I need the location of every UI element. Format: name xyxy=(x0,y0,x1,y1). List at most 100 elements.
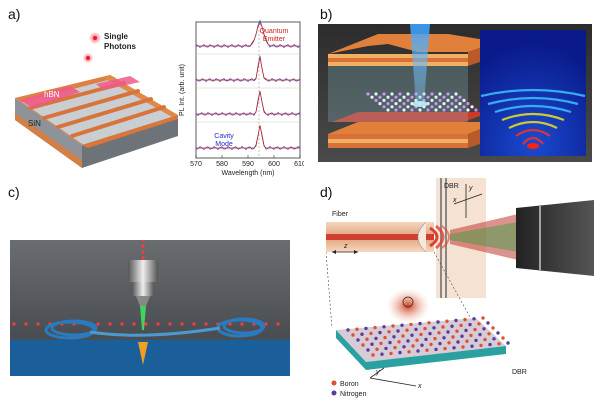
lattice-atom xyxy=(428,331,432,336)
lattice-atom xyxy=(438,105,442,109)
lattice-atom xyxy=(468,322,472,327)
lattice-atom xyxy=(410,333,414,337)
lattice-atom xyxy=(364,326,368,331)
lattice-atom xyxy=(478,332,482,337)
lattice-atom xyxy=(443,346,447,351)
lattice-atom xyxy=(361,343,365,347)
laser-dot xyxy=(141,244,145,248)
lattice-atom xyxy=(360,332,364,336)
hbn-lattice-d xyxy=(346,316,510,357)
panel-a-device: hBN SiN xyxy=(15,31,178,168)
lattice-atom xyxy=(407,350,411,354)
lattice-atom xyxy=(402,102,406,106)
dbr-top-label: DBR xyxy=(444,183,459,190)
lattice-atom xyxy=(424,337,428,342)
laser-dot xyxy=(96,322,100,326)
lattice-atom xyxy=(442,336,446,340)
lattice-atom xyxy=(394,108,398,112)
lattice-atom xyxy=(406,105,410,109)
lattice-atom xyxy=(437,331,441,335)
fiber-label: Fiber xyxy=(332,211,349,218)
lattice-atom xyxy=(438,92,442,96)
lattice-atom xyxy=(460,334,464,338)
plot-ylabel: PL Int. (arb. unit) xyxy=(179,64,186,116)
lattice-atom xyxy=(441,325,445,329)
lattice-atom xyxy=(492,337,496,341)
lattice-atom xyxy=(488,342,492,347)
lattice-atom xyxy=(430,105,434,109)
lattice-atom xyxy=(393,345,397,350)
lattice-atom xyxy=(373,325,377,330)
lattice-atom xyxy=(406,98,410,102)
lattice-atom xyxy=(382,105,386,109)
single-photons-label: Single Photons xyxy=(104,32,136,51)
lattice-atom xyxy=(469,333,473,338)
lattice-atom xyxy=(470,344,474,348)
lattice-atom xyxy=(386,95,390,99)
lattice-atom xyxy=(450,108,454,112)
x-tick-label: 610 xyxy=(294,161,304,168)
lattice-atom xyxy=(466,102,470,106)
x-tick-label: 580 xyxy=(216,161,228,168)
lattice-atom xyxy=(465,339,469,343)
sin-label: SiN xyxy=(28,119,41,128)
lattice-atom xyxy=(414,327,418,332)
lattice-atom xyxy=(366,348,370,352)
lattice-atom xyxy=(383,335,387,340)
lattice-atom xyxy=(380,352,384,356)
lattice-atom xyxy=(451,335,455,339)
lattice-atom xyxy=(446,330,450,334)
laser-dot xyxy=(144,322,148,326)
lattice-atom xyxy=(454,105,458,109)
svg-text:Emitter: Emitter xyxy=(263,36,286,43)
lattice-atom xyxy=(434,102,438,106)
lattice-atom xyxy=(442,108,446,112)
lattice-atom xyxy=(454,318,458,323)
lattice-atom xyxy=(486,321,490,325)
laser-dot xyxy=(276,322,280,326)
nitrogen-label: Nitrogen xyxy=(340,391,367,398)
lattice-atom xyxy=(401,334,405,338)
laser-dot xyxy=(156,322,160,326)
lattice-atom xyxy=(458,95,462,99)
lattice-atom xyxy=(454,98,458,102)
dbr-bottom-label: DBR xyxy=(512,369,527,376)
lattice-atom xyxy=(390,105,394,109)
lattice-atom xyxy=(473,327,477,332)
mode-center xyxy=(527,143,539,149)
panel-a-label: a) xyxy=(8,6,21,22)
laser-dot xyxy=(180,322,184,326)
mode-fringe xyxy=(522,136,544,145)
lattice-atom xyxy=(455,329,459,333)
lattice-atom xyxy=(391,324,395,328)
x-tick-label: 600 xyxy=(268,161,280,168)
lattice-atom xyxy=(446,92,450,96)
lattice-atom xyxy=(481,316,485,320)
lattice-atom xyxy=(470,105,474,109)
lattice-atom xyxy=(432,326,436,330)
lattice-atom xyxy=(410,95,414,99)
boron-legend-dot xyxy=(331,380,337,386)
lattice-atom xyxy=(429,342,433,347)
lattice-atom xyxy=(351,333,355,337)
lattice-atom xyxy=(406,339,410,343)
lattice-atom xyxy=(430,98,434,102)
lattice-atom xyxy=(375,347,379,351)
lattice-atom xyxy=(394,102,398,106)
panel-d-label: d) xyxy=(320,184,333,200)
lattice-atom xyxy=(409,322,413,327)
mode-fringe xyxy=(501,112,565,122)
lattice-atom xyxy=(452,346,456,350)
lattice-atom xyxy=(426,108,430,112)
lattice-atom xyxy=(463,317,467,322)
mode-fringe xyxy=(508,120,558,129)
svg-text:Mode: Mode xyxy=(215,141,233,148)
axis-y-label-top: y xyxy=(468,185,473,192)
hbn-label: hBN xyxy=(44,90,60,99)
lattice-atom xyxy=(398,92,402,96)
lattice-atom xyxy=(459,323,463,328)
nitrogen-legend-dot xyxy=(331,390,337,396)
lattice-atom xyxy=(462,105,466,109)
lattice-atom xyxy=(394,95,398,99)
